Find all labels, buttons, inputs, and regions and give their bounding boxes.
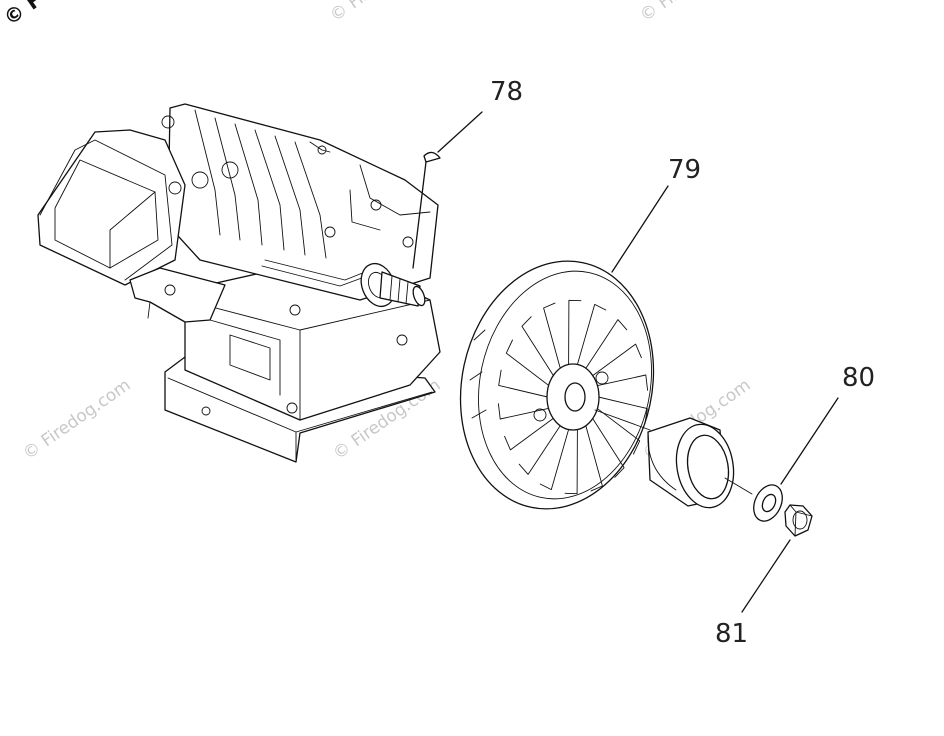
callout-labels: 78 79 80 81 [490,77,875,649]
part-80-washer [753,484,783,522]
watermark: © Firedog.com [19,375,134,464]
callout-81: 81 [715,619,748,649]
leader-lines [412,111,839,613]
callout-78: 78 [490,77,523,107]
fan-blade [568,299,582,365]
fan-blade [592,343,642,377]
fan-blade [539,429,570,491]
fan-blade [505,339,550,387]
fan-blade [596,374,649,391]
engine-block [37,103,441,463]
fan-blade [504,417,554,451]
fan-blade [598,396,648,425]
part-79-flywheel [459,260,655,510]
fan-blade [518,425,561,475]
fan-blade [585,425,603,492]
fan-blade [521,316,554,377]
fan-blade [498,369,548,398]
callout-80: 80 [842,363,875,393]
part-78-key [423,151,441,163]
fan-blade [497,403,550,420]
part-81-nut [784,504,813,537]
watermark: © Firedog.com [636,0,751,26]
fan-blade [585,319,628,369]
fan-blade [564,429,578,495]
fan-blade [596,407,641,455]
fan-blade [576,303,607,365]
watermark-corner: © F [0,0,46,30]
fan-blades [497,299,649,495]
fan-blade [543,302,561,369]
watermark: © Firedog.com [326,0,441,26]
callout-79: 79 [668,155,701,185]
starter-cup [647,417,753,509]
fan-blade [592,417,625,478]
crankshaft [360,262,426,308]
